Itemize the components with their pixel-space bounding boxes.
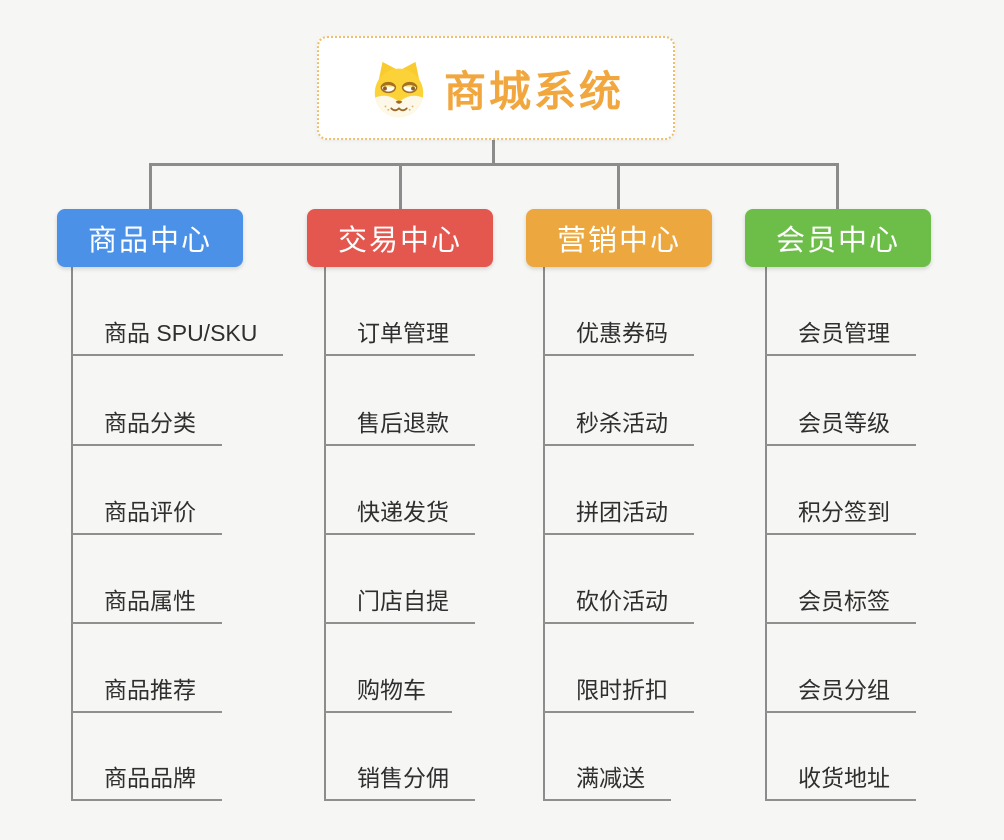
leaf-node[interactable]: 砍价活动 (543, 588, 694, 624)
leaf-node[interactable]: 会员标签 (765, 588, 916, 624)
leaf-node[interactable]: 会员管理 (765, 320, 916, 356)
leaf-node[interactable]: 快递发货 (324, 499, 475, 535)
leaf-node[interactable]: 积分签到 (765, 499, 916, 535)
leaf-node[interactable]: 商品推荐 (71, 677, 222, 713)
connector-drop-product (149, 166, 152, 209)
connector-drop-member (836, 166, 839, 209)
branch-node-marketing-center[interactable]: 营销中心 (526, 209, 712, 267)
connector-drop-trade (399, 166, 402, 209)
shiba-dog-icon (374, 61, 424, 118)
leaf-node[interactable]: 收货地址 (765, 765, 916, 801)
leaf-node[interactable]: 拼团活动 (543, 499, 694, 535)
leaf-node[interactable]: 销售分佣 (324, 765, 475, 801)
leaf-node[interactable]: 购物车 (324, 677, 452, 713)
branch-node-trade-center[interactable]: 交易中心 (307, 209, 493, 267)
connector-bus-line (149, 163, 839, 166)
root-title: 商城系统 (443, 67, 624, 115)
leaf-node[interactable]: 商品 SPU/SKU (71, 320, 284, 356)
leaf-node[interactable]: 满减送 (543, 765, 671, 801)
leaf-node[interactable]: 会员等级 (765, 410, 916, 446)
root-node-mall-system[interactable]: 商城系统 (317, 36, 675, 140)
leaf-node[interactable]: 商品属性 (71, 588, 222, 624)
leaf-node[interactable]: 限时折扣 (543, 677, 694, 713)
leaf-node[interactable]: 订单管理 (324, 320, 475, 356)
leaf-node[interactable]: 会员分组 (765, 677, 916, 713)
connector-drop-marketing (617, 166, 620, 209)
leaf-node[interactable]: 商品分类 (71, 410, 222, 446)
branch-node-member-center[interactable]: 会员中心 (745, 209, 931, 267)
leaf-node[interactable]: 优惠券码 (543, 320, 694, 356)
leaf-node[interactable]: 门店自提 (324, 588, 475, 624)
leaf-node[interactable]: 售后退款 (324, 410, 475, 446)
connector-root-stem (492, 139, 495, 163)
leaf-node[interactable]: 商品品牌 (71, 765, 222, 801)
leaf-node[interactable]: 秒杀活动 (543, 410, 694, 446)
leaf-node[interactable]: 商品评价 (71, 499, 222, 535)
branch-node-product-center[interactable]: 商品中心 (57, 209, 243, 267)
